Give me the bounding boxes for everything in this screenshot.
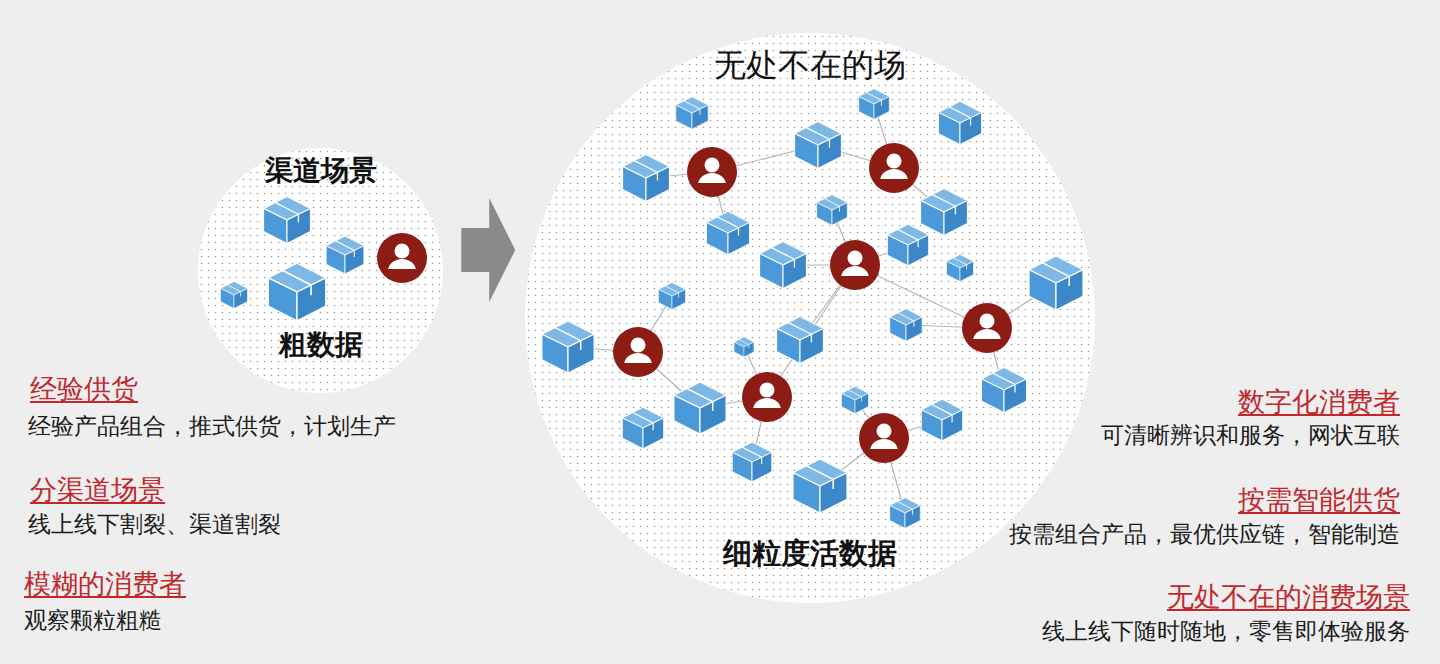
feature-description: 可清晰辨识和服务，网状互联	[1101, 422, 1400, 450]
consumer-icons	[377, 143, 1012, 463]
feature-heading: 按需智能供货	[1238, 484, 1400, 516]
product-box	[793, 459, 847, 513]
product-box	[676, 97, 708, 129]
product-box	[817, 195, 848, 226]
product-box	[887, 224, 928, 265]
product-box	[842, 387, 869, 414]
circle-outline	[525, 33, 1095, 603]
product-box	[938, 101, 981, 144]
feature-description: 观察颗粒粗糙	[24, 607, 162, 635]
feature-description: 经验产品组合，推式供货，计划生产	[28, 413, 396, 441]
product-box	[859, 89, 890, 120]
product-box	[326, 236, 364, 274]
product-box	[921, 399, 962, 440]
product-box	[890, 498, 921, 529]
feature-heading: 分渠道场景	[30, 474, 165, 506]
feature-heading: 数字化消费者	[1238, 386, 1400, 418]
consumer-icon	[687, 147, 737, 197]
consumer-icon	[613, 327, 663, 377]
product-box	[947, 255, 974, 282]
product-box	[264, 197, 311, 244]
feature-heading: 无处不在的消费场景	[1167, 581, 1410, 613]
consumer-icon	[869, 143, 919, 193]
consumer-icon	[377, 233, 427, 283]
scene-circle: 无处不在的场细粒度活数据	[525, 33, 1095, 603]
product-box	[982, 368, 1027, 413]
product-box	[890, 309, 922, 341]
product-box	[542, 321, 594, 373]
product-box	[268, 263, 326, 321]
product-box	[706, 211, 749, 254]
consumer-icon	[742, 372, 792, 422]
product-box	[1029, 256, 1083, 310]
product-box	[674, 382, 726, 434]
product-box	[795, 122, 842, 169]
circle-caption: 粗数据	[198, 328, 443, 362]
consumer-icon	[830, 240, 880, 290]
feature-description: 按需组合产品，最优供应链，智能制造	[1009, 521, 1400, 549]
product-box	[921, 189, 968, 236]
feature-description: 线上线下随时随地，零售即体验服务	[1042, 618, 1410, 646]
product-box	[221, 282, 248, 309]
product-box	[760, 242, 807, 289]
product-box	[777, 317, 824, 364]
consumer-icon	[859, 413, 909, 463]
network-lines	[568, 104, 1056, 513]
product-box	[734, 337, 754, 357]
flow-arrow	[461, 198, 515, 302]
scene-circle: 渠道场景粗数据	[198, 148, 443, 393]
circle-heading: 渠道场景	[198, 154, 443, 188]
product-box	[732, 442, 772, 482]
product-box	[623, 155, 670, 202]
circle-heading: 无处不在的场	[525, 46, 1095, 84]
product-box	[622, 407, 663, 448]
consumer-icon	[962, 303, 1012, 353]
feature-description: 线上线下割裂、渠道割裂	[28, 511, 281, 539]
product-box	[659, 283, 686, 310]
feature-heading: 经验供货	[30, 373, 138, 405]
feature-heading: 模糊的消费者	[24, 568, 186, 600]
